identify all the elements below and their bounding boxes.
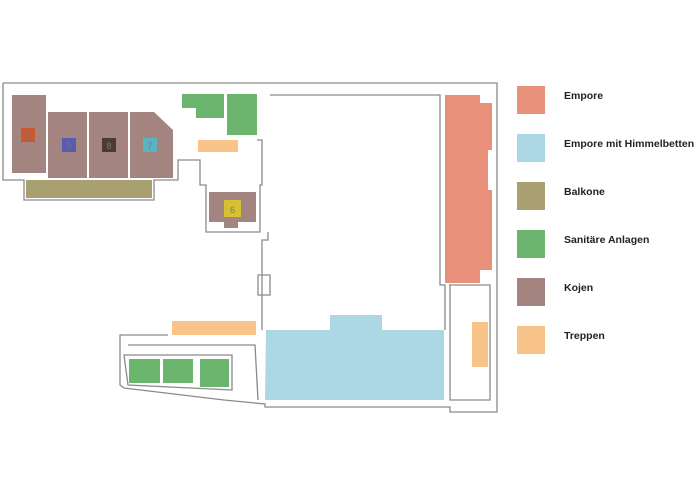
- sanitaer-room: [182, 94, 224, 118]
- legend-swatch: [517, 326, 545, 354]
- legend-item-kojen: Kojen: [517, 278, 700, 306]
- legend-label: Empore: [564, 90, 604, 102]
- lower-wing-wall: [123, 344, 259, 401]
- sanitaer-room: [129, 359, 160, 383]
- legend-item-empore-himmelbetten: Empore mit Himmelbetten: [517, 134, 700, 162]
- empore-himmelbetten-area: [265, 315, 444, 400]
- sanitaer-room: [163, 359, 193, 383]
- legend-label: Sanitäre Anlagen: [564, 234, 650, 246]
- koje-marker-label: 6: [230, 205, 235, 215]
- right-corridor-wall: [449, 284, 491, 401]
- koje-marker-label: 9: [66, 141, 71, 151]
- sanitaer-room: [200, 359, 229, 387]
- legend-item-sanitaere: Sanitäre Anlagen: [517, 230, 700, 258]
- legend-swatch: [517, 278, 545, 306]
- outer-wall: [3, 82, 498, 413]
- koje-marker: [143, 138, 157, 152]
- treppe: [472, 322, 488, 367]
- balkon-area: [26, 180, 152, 198]
- koje-marker-label: 7: [147, 141, 152, 151]
- koje-marker: [102, 138, 116, 152]
- koje-marker: [62, 138, 76, 152]
- legend-label: Treppen: [564, 330, 605, 342]
- legend-swatch: [517, 134, 545, 162]
- legend-label: Kojen: [564, 282, 594, 294]
- legend-label: Balkone: [564, 186, 605, 198]
- legend-item-treppen: Treppen: [517, 326, 700, 354]
- legend-swatch: [517, 230, 545, 258]
- legend-label: Empore mit Himmelbetten: [564, 138, 695, 150]
- koje-marker: [21, 128, 35, 142]
- legend-item-balkone: Balkone: [517, 182, 700, 210]
- legend-swatch: [517, 182, 545, 210]
- empore-area: [445, 95, 492, 283]
- left-wing-wall: [2, 83, 263, 233]
- treppe: [198, 140, 238, 152]
- legend-item-empore: Empore: [517, 86, 700, 114]
- legend-swatch: [517, 86, 545, 114]
- treppe: [172, 321, 256, 335]
- koje-marker: [224, 200, 241, 217]
- sanitaer-room: [227, 94, 257, 135]
- hall-wall: [257, 94, 446, 330]
- koje-marker-label: 8: [106, 141, 111, 151]
- koje-marker-label: 4: [25, 131, 30, 141]
